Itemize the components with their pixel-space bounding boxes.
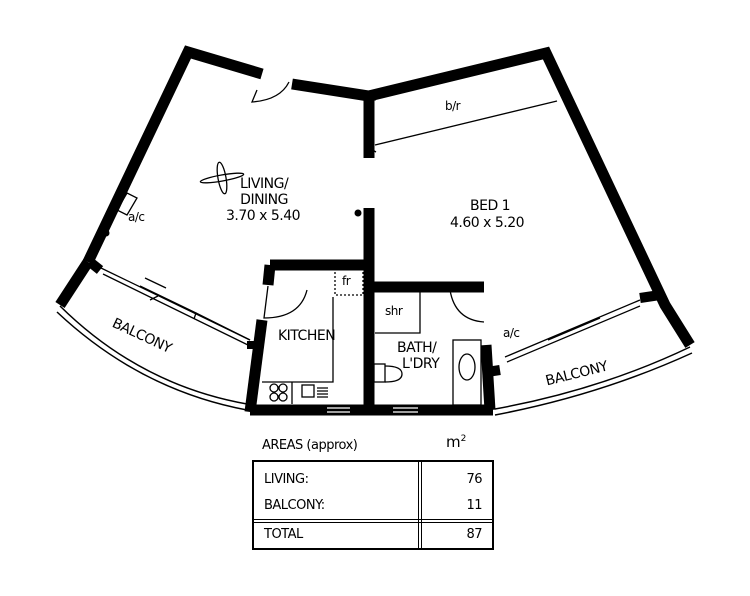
fridge-label: fr [342,274,351,288]
table-total-row: TOTAL 87 [254,527,492,547]
bath-name-2: L'DRY [402,356,440,372]
robe-line [374,100,558,146]
kitchen-bench [262,267,364,404]
living-name-1: LIVING/ [240,176,289,192]
bath-name-1: BATH/ [397,340,437,356]
sliding-door-right [504,299,641,363]
exterior-walls [55,45,695,416]
total-value: 87 [466,527,482,542]
areas-unit: m2 [446,433,466,451]
ac-label-right: a/c [503,326,520,340]
room-label-bed1: BED 1 [470,198,511,214]
balcony-edges [56,305,693,416]
bath-fixtures [373,290,482,406]
robe-label: b/r [445,99,461,113]
table-column-divider [418,462,422,548]
ac-label-left: a/c [128,210,145,224]
row-value: 11 [466,498,482,513]
ac-unit-left [116,192,138,216]
room-label-living: LIVING/ DINING [240,176,289,208]
light-point-right [354,209,362,217]
unit-superscript: 2 [460,434,467,444]
living-dims: 3.70 x 5.40 [226,208,301,224]
table-row: LIVING: 76 [254,472,492,492]
areas-title: AREAS (approx) [262,438,358,453]
row-label: BALCONY: [264,498,325,513]
ceiling-fan-icon [199,161,245,195]
table-total-divider [254,519,492,523]
areas-table: LIVING: 76 BALCONY: 11 TOTAL 87 [252,460,494,550]
living-name-2: DINING [240,192,289,208]
row-value: 76 [466,472,482,487]
shower-label: shr [385,304,403,318]
room-label-kitchen: KITCHEN [278,328,336,344]
room-label-bath: BATH/ L'DRY [397,340,440,372]
light-point-left [102,229,110,237]
bottom-windows [327,407,418,413]
row-label: LIVING: [264,472,309,487]
door-swings [250,81,485,323]
table-row: BALCONY: 11 [254,498,492,518]
total-label: TOTAL [264,527,303,542]
sliding-door-left [100,267,251,347]
unit-label: m [446,433,461,451]
bed1-dims: 4.60 x 5.20 [450,215,525,231]
